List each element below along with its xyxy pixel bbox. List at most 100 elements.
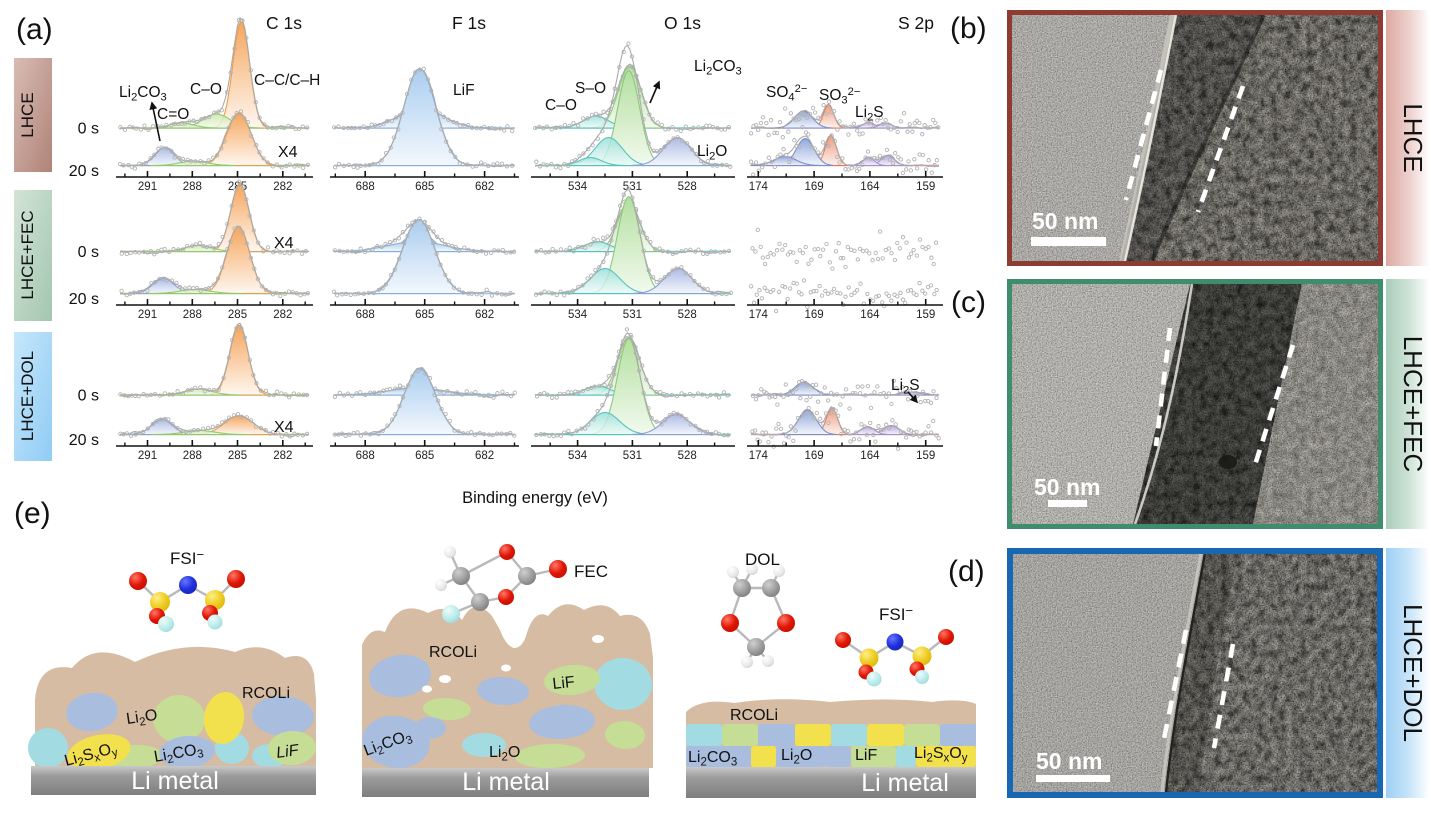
svg-text:LHCE: LHCE <box>1398 103 1428 172</box>
svg-text:534: 534 <box>568 309 588 321</box>
svg-text:RCOLi: RCOLi <box>730 707 778 724</box>
svg-text:531: 531 <box>623 309 642 321</box>
svg-text:528: 528 <box>678 181 697 193</box>
svg-text:282: 282 <box>273 181 292 193</box>
svg-text:291: 291 <box>138 181 157 193</box>
svg-text:174: 174 <box>749 309 769 321</box>
svg-text:LHCE+FEC: LHCE+FEC <box>1398 336 1428 473</box>
svg-text:682: 682 <box>475 450 494 462</box>
svg-text:LiF: LiF <box>552 674 576 693</box>
svg-text:LHCE+DOL: LHCE+DOL <box>1398 604 1428 742</box>
svg-text:174: 174 <box>749 181 769 193</box>
svg-text:0 s: 0 s <box>78 244 99 261</box>
svg-text:DOL: DOL <box>745 550 780 569</box>
svg-text:291: 291 <box>138 309 157 321</box>
svg-text:169: 169 <box>805 309 824 321</box>
svg-text:C 1s: C 1s <box>266 13 302 33</box>
svg-text:685: 685 <box>415 450 434 462</box>
svg-text:LiF: LiF <box>453 82 475 99</box>
svg-text:159: 159 <box>916 181 935 193</box>
svg-text:SO4​2−​: SO4​2−​ <box>766 83 807 104</box>
svg-text:159: 159 <box>916 309 935 321</box>
svg-text:LiF: LiF <box>275 742 301 762</box>
svg-text:LHCE+FEC: LHCE+FEC <box>18 210 37 299</box>
svg-text:285: 285 <box>228 450 247 462</box>
svg-text:(d): (d) <box>948 555 985 588</box>
svg-text:Li2​CO3​: Li2​CO3​ <box>119 84 167 104</box>
svg-text:164: 164 <box>860 309 880 321</box>
svg-text:C–O: C–O <box>545 97 577 114</box>
svg-text:682: 682 <box>475 309 494 321</box>
svg-text:685: 685 <box>415 309 434 321</box>
svg-text:Li2​S: Li2​S <box>891 377 920 397</box>
svg-text:LHCE+DOL: LHCE+DOL <box>18 351 37 441</box>
svg-text:X4: X4 <box>274 235 294 252</box>
svg-text:S 2p: S 2p <box>898 13 934 33</box>
svg-text:164: 164 <box>860 450 880 462</box>
svg-text:Li2​Sx​Oy​: Li2​Sx​Oy​ <box>63 740 120 773</box>
svg-text:F 1s: F 1s <box>452 13 486 33</box>
svg-text:169: 169 <box>805 181 824 193</box>
svg-text:282: 282 <box>273 309 292 321</box>
svg-text:FEC: FEC <box>574 562 608 581</box>
svg-text:O 1s: O 1s <box>664 13 701 33</box>
svg-text:291: 291 <box>138 450 157 462</box>
svg-text:285: 285 <box>228 309 247 321</box>
svg-text:FSI−: FSI− <box>170 547 204 568</box>
svg-text:RCOLi: RCOLi <box>242 685 290 702</box>
svg-text:Li2​O: Li2​O <box>697 143 727 163</box>
svg-text:Li2​S: Li2​S <box>855 104 884 124</box>
svg-text:20 s: 20 s <box>69 163 99 180</box>
svg-text:Li2​CO3​: Li2​CO3​ <box>153 741 205 769</box>
svg-text:288: 288 <box>183 309 202 321</box>
svg-text:685: 685 <box>415 181 434 193</box>
svg-text:20 s: 20 s <box>69 291 99 308</box>
svg-text:688: 688 <box>356 181 375 193</box>
svg-text:Li2​O: Li2​O <box>781 747 812 767</box>
svg-text:Li2​Sx​Oy​: Li2​Sx​Oy​ <box>914 745 968 765</box>
svg-text:688: 688 <box>356 309 375 321</box>
svg-text:S–O: S–O <box>575 80 606 97</box>
svg-text:Li metal: Li metal <box>462 768 550 796</box>
svg-text:LiF: LiF <box>855 747 877 764</box>
svg-text:Li2​CO3​: Li2​CO3​ <box>688 749 737 769</box>
svg-text:169: 169 <box>805 450 824 462</box>
svg-text:(a): (a) <box>16 13 53 46</box>
svg-text:164: 164 <box>860 181 880 193</box>
svg-text:SO3​2−​: SO3​2−​ <box>819 86 860 107</box>
svg-text:C–C/C–H: C–C/C–H <box>254 72 320 89</box>
svg-text:159: 159 <box>916 450 935 462</box>
svg-text:0 s: 0 s <box>78 121 99 138</box>
svg-text:528: 528 <box>678 309 697 321</box>
svg-text:Binding energy (eV): Binding energy (eV) <box>462 489 608 507</box>
svg-text:282: 282 <box>273 450 292 462</box>
svg-text:288: 288 <box>183 181 202 193</box>
svg-text:174: 174 <box>749 450 769 462</box>
svg-text:528: 528 <box>678 450 697 462</box>
svg-text:LHCE: LHCE <box>18 92 37 137</box>
svg-text:FSI−: FSI− <box>879 603 913 624</box>
svg-text:Li metal: Li metal <box>131 767 219 795</box>
svg-text:X4: X4 <box>278 144 298 161</box>
svg-text:50 nm: 50 nm <box>1032 208 1098 234</box>
svg-text:C–O: C–O <box>190 81 222 98</box>
svg-text:534: 534 <box>568 450 588 462</box>
svg-text:Li2​O: Li2​O <box>489 744 520 764</box>
svg-text:RCOLi: RCOLi <box>429 644 477 661</box>
svg-text:531: 531 <box>623 450 642 462</box>
svg-text:20 s: 20 s <box>69 432 99 449</box>
svg-text:534: 534 <box>568 181 588 193</box>
svg-text:0 s: 0 s <box>78 388 99 405</box>
svg-text:(c): (c) <box>951 286 986 319</box>
svg-text:288: 288 <box>183 450 202 462</box>
svg-text:688: 688 <box>356 450 375 462</box>
svg-text:Li2​O: Li2​O <box>125 707 159 731</box>
svg-text:50 nm: 50 nm <box>1034 474 1100 500</box>
svg-text:(b): (b) <box>950 12 987 45</box>
svg-text:Li2​CO3​: Li2​CO3​ <box>694 58 742 78</box>
svg-text:50 nm: 50 nm <box>1036 748 1102 774</box>
svg-text:Li metal: Li metal <box>861 769 949 797</box>
svg-text:C=O: C=O <box>157 106 189 123</box>
svg-text:682: 682 <box>475 181 494 193</box>
svg-text:(e): (e) <box>14 497 51 530</box>
